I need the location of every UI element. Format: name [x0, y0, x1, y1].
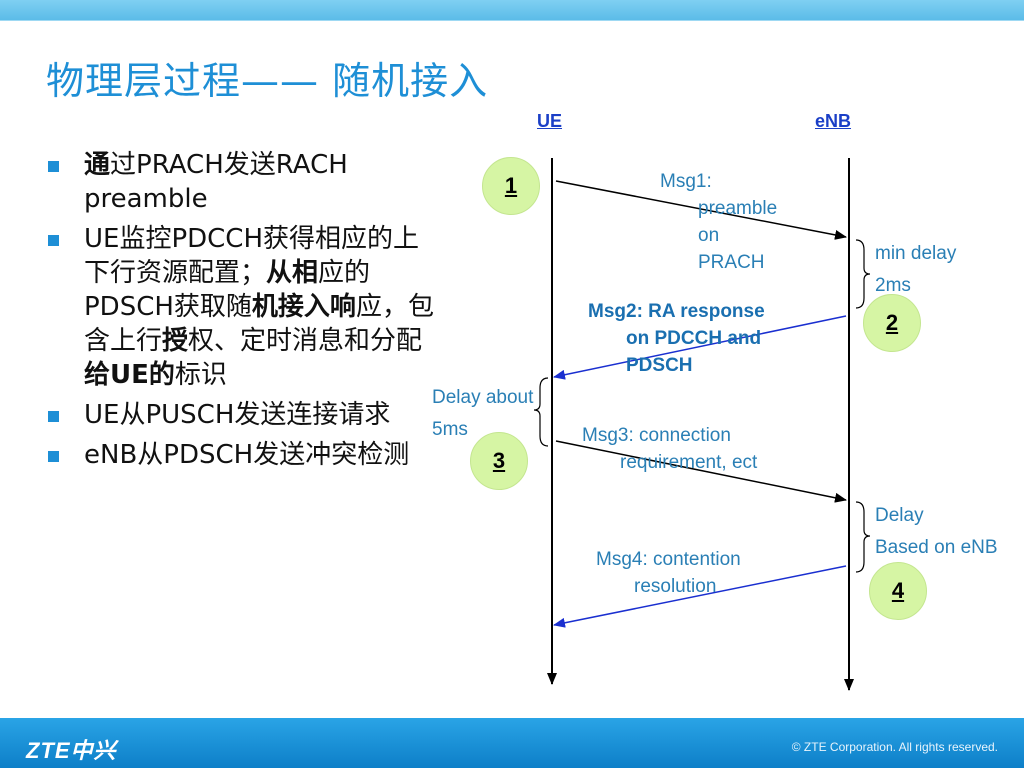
bullet-text: eNB从PDSCH发送冲突检测: [84, 440, 410, 470]
msg4-line: resolution: [634, 576, 717, 597]
bullet-square-icon: [48, 451, 59, 462]
enb-column-label: eNB: [815, 111, 852, 131]
min-delay-line: 2ms: [875, 275, 911, 296]
bullet-square-icon: [48, 411, 59, 422]
bullet-text-bold: 授: [162, 326, 189, 356]
bullet-text: 过PRACH发送RACH preamble: [84, 150, 348, 214]
top-band: [0, 0, 1024, 21]
bullet-text: 应，包含上行: [84, 292, 434, 356]
bullet-text: UE监控PDCCH获得相应的上下行资源配置；: [84, 224, 420, 288]
bullet-item: UE监控PDCCH获得相应的上下行资源配置；从相应的PDSCH获取随机接入响应，…: [44, 222, 444, 392]
delay-about-label: Delay about 5ms: [432, 382, 533, 446]
bullet-square-icon: [48, 235, 59, 246]
bullet-text-bold: 给UE的: [84, 360, 175, 390]
ue-column-label: UE: [537, 111, 563, 131]
msg2-line: Msg2: RA response: [588, 301, 765, 322]
bullet-item: eNB从PDSCH发送冲突检测: [44, 438, 444, 472]
step-2-badge: 2: [863, 294, 921, 352]
msg2-line: PDSCH: [626, 355, 693, 376]
zte-logo: ZTE中兴: [26, 738, 117, 763]
step-3-badge: 3: [470, 432, 528, 490]
msg2-arrow: [553, 315, 847, 380]
step-1-badge: 1: [482, 157, 540, 215]
bullet-square-icon: [48, 161, 59, 172]
msg1-line: Msg1:: [660, 171, 712, 192]
msg3-line: requirement, ect: [620, 452, 758, 473]
footer-bar: ZTE中兴 © ZTE Corporation. All rights rese…: [0, 718, 1024, 768]
copyright-text: © ZTE Corporation. All rights reserved.: [791, 740, 998, 754]
msg1-label: Msg1: preamble on PRACH: [660, 168, 777, 276]
bullet-text: 应的PDSCH获取随: [84, 258, 371, 322]
msg2-line: on PDCCH and: [626, 328, 762, 349]
delay-enb-line: Based on eNB: [875, 537, 998, 558]
bullet-item: 通过PRACH发送RACH preamble: [44, 148, 444, 216]
bullet-text: UE从PUSCH发送连接请求: [84, 400, 391, 430]
min-delay-brace: [855, 239, 871, 309]
step-4-badge: 4: [869, 562, 927, 620]
msg1-arrow: [555, 180, 847, 240]
delay-enb-line: Delay: [875, 505, 924, 526]
delay-about-brace: [533, 377, 549, 447]
delay-enb-brace: [855, 501, 871, 573]
delay-about-line: 5ms: [432, 419, 468, 440]
bullet-text: 标识: [174, 360, 227, 390]
msg4-line: Msg4: contention: [596, 549, 741, 570]
bullet-text-bold: 通: [84, 150, 111, 180]
delay-about-line: Delay about: [432, 387, 534, 408]
msg2-label: Msg2: RA response on PDCCH and PDSCH: [588, 298, 765, 379]
min-delay-line: min delay: [875, 243, 957, 264]
msg1-line: on: [698, 225, 720, 246]
sequence-diagram: [533, 158, 871, 691]
bullet-list: 通过PRACH发送RACH preamble UE监控PDCCH获得相应的上下行…: [44, 148, 444, 478]
msg1-line: PRACH: [698, 252, 765, 273]
msg3-line: Msg3: connection: [582, 425, 731, 446]
bullet-item: UE从PUSCH发送连接请求: [44, 398, 444, 432]
bullet-text-bold: 机接入响: [251, 292, 356, 322]
msg1-line: preamble: [698, 198, 778, 219]
bullet-text-bold: 从相: [266, 258, 319, 288]
min-delay-label: min delay 2ms: [875, 238, 956, 302]
bullet-text: 权、定时消息和分配: [188, 326, 423, 356]
msg3-label: Msg3: connection requirement, ect: [582, 422, 757, 476]
msg3-arrow: [555, 440, 847, 503]
delay-enb-label: Delay Based on eNB: [875, 500, 998, 564]
slide-title: 物理层过程—— 随机接入: [46, 59, 489, 103]
msg4-label: Msg4: contention resolution: [596, 546, 741, 600]
msg4-arrow: [553, 565, 847, 628]
